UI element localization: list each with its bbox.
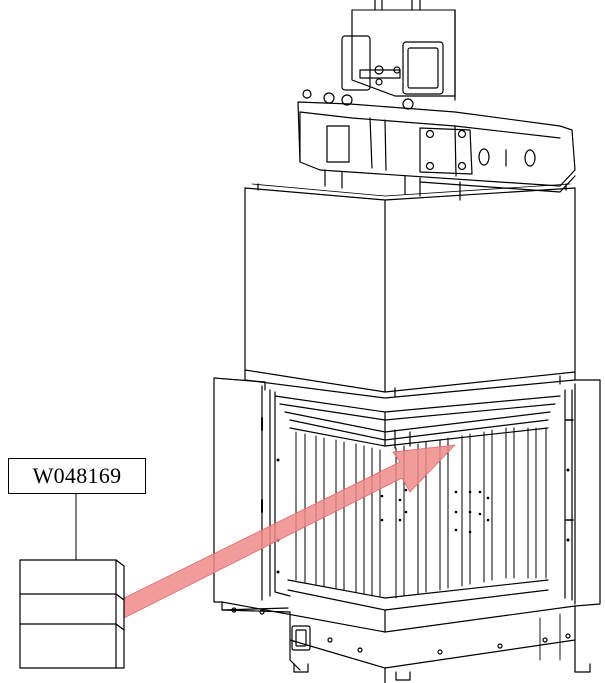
firebox	[213, 377, 601, 683]
part-number-label: W048169	[8, 458, 146, 494]
smoke-hood	[244, 183, 576, 399]
replacement-panel	[19, 493, 125, 669]
flue-bracket	[297, 0, 576, 201]
insertion-arrow-icon	[119, 444, 456, 621]
ribbed-back-wall	[276, 427, 570, 599]
